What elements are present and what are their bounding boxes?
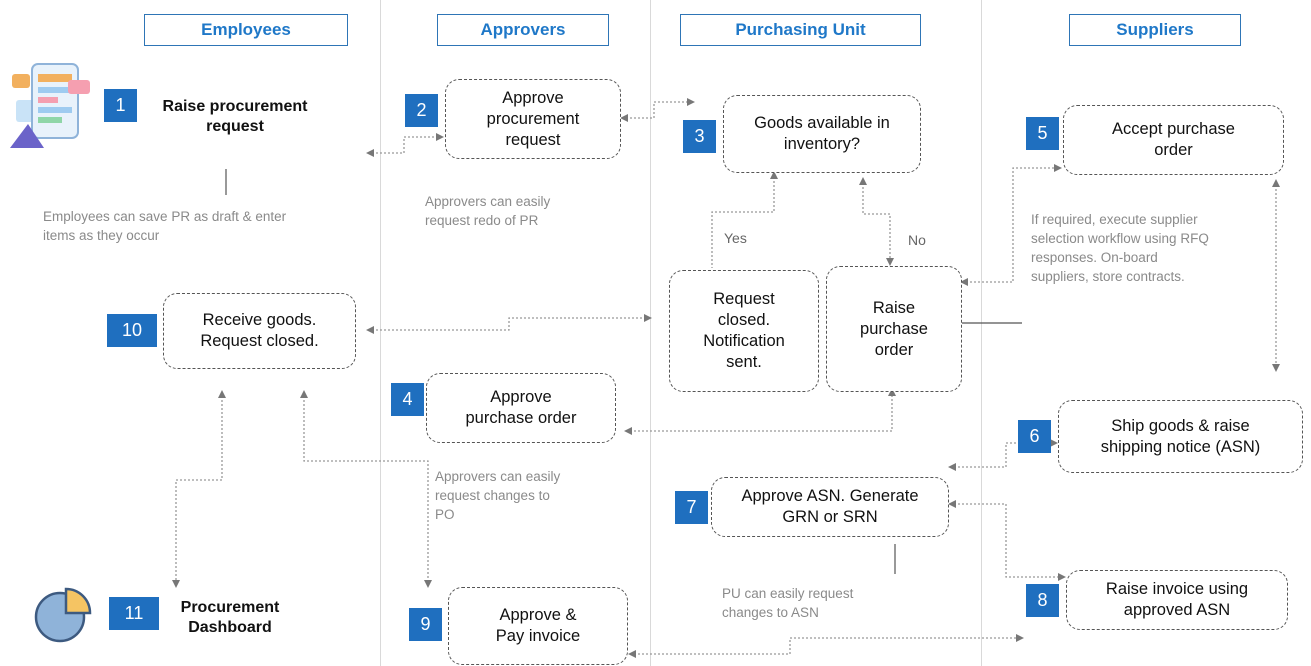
lane-header-purchasing-unit: Purchasing Unit xyxy=(680,14,921,46)
step-6-number: 6 xyxy=(1018,420,1051,453)
branch-no-label: No xyxy=(908,232,926,248)
raise-purchase-order[interactable]: Raise purchase order xyxy=(826,266,962,392)
lane-divider-3 xyxy=(981,0,982,666)
step-10-receive-goods[interactable]: Receive goods. Request closed. xyxy=(163,293,356,369)
step-9-number: 9 xyxy=(409,608,442,641)
step-5-number: 5 xyxy=(1026,117,1059,150)
step-2-number: 2 xyxy=(405,94,438,127)
step-1-raise-procurement-request[interactable]: Raise procurement request xyxy=(162,98,308,135)
step-5-accept-purchase-order[interactable]: Accept purchase order xyxy=(1063,105,1284,175)
step-7-number: 7 xyxy=(675,491,708,524)
step-2-approve-procurement-request[interactable]: Approve procurement request xyxy=(445,79,621,159)
branch-yes-label: Yes xyxy=(724,230,747,246)
step-11-number: 11 xyxy=(109,597,159,630)
lane-header-approvers: Approvers xyxy=(437,14,609,46)
step-10-number: 10 xyxy=(107,314,157,347)
lane-header-employees: Employees xyxy=(144,14,348,46)
step-8-number: 8 xyxy=(1026,584,1059,617)
lane-header-suppliers: Suppliers xyxy=(1069,14,1241,46)
suppliers-note: If required, execute supplier selection … xyxy=(1031,212,1209,284)
step-3-goods-available[interactable]: Goods available in inventory? xyxy=(723,95,921,173)
step-3-number: 3 xyxy=(683,120,716,153)
step-7-approve-asn[interactable]: Approve ASN. Generate GRN or SRN xyxy=(711,477,949,537)
step-8-raise-invoice[interactable]: Raise invoice using approved ASN xyxy=(1066,570,1288,630)
step-1-number: 1 xyxy=(104,89,137,122)
request-closed-notification[interactable]: Request closed. Notification sent. xyxy=(669,270,819,392)
mobile-form-icon xyxy=(10,60,96,150)
step-4-number: 4 xyxy=(391,383,424,416)
employees-note: Employees can save PR as draft & enter i… xyxy=(43,209,287,243)
pie-chart-icon xyxy=(32,585,92,645)
approvers-po-note: Approvers can easily request changes to … xyxy=(435,469,561,522)
step-6-ship-goods[interactable]: Ship goods & raise shipping notice (ASN) xyxy=(1058,400,1303,473)
step-9-approve-pay-invoice[interactable]: Approve & Pay invoice xyxy=(448,587,628,665)
step-11-procurement-dashboard[interactable]: Procurement Dashboard xyxy=(180,599,280,636)
step-4-approve-purchase-order[interactable]: Approve purchase order xyxy=(426,373,616,443)
approvers-pr-note: Approvers can easily request redo of PR xyxy=(425,194,551,228)
pu-asn-note: PU can easily request changes to ASN xyxy=(722,586,854,620)
